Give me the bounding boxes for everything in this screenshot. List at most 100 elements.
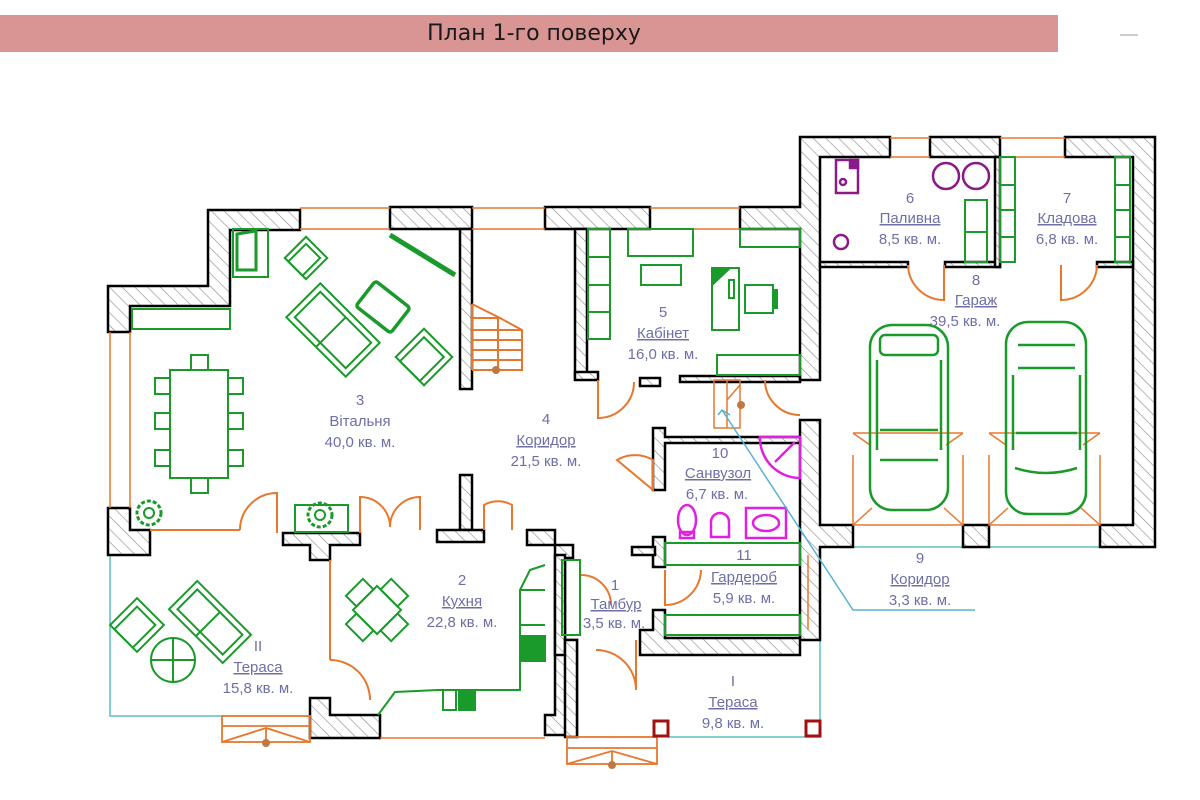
wall-segment [106, 208, 302, 334]
columns [652, 719, 822, 738]
svg-text:16,0 кв. м.: 16,0 кв. м. [628, 346, 699, 363]
wall-segment [563, 638, 579, 739]
svg-text:Коридор: Коридор [516, 432, 575, 449]
svg-text:Санвузол: Санвузол [685, 465, 751, 482]
room-label-6: 6 Паливна 8,5 кв. м. [879, 190, 941, 248]
kitchen-table-icon [344, 577, 410, 643]
wall-segment [553, 553, 567, 657]
svg-text:Паливна: Паливна [880, 210, 942, 227]
svg-text:I: I [731, 673, 735, 690]
wall-segment [308, 696, 382, 740]
svg-text:Тераса: Тераса [233, 659, 283, 676]
cabinet [739, 228, 801, 248]
furniture [108, 156, 1131, 716]
terrace-armchair-icon [108, 596, 166, 654]
bookshelf [587, 228, 611, 340]
wall-segment [630, 545, 657, 557]
wall-segment [543, 205, 652, 231]
wall-segment [573, 227, 589, 381]
svg-text:4: 4 [542, 411, 550, 428]
svg-text:Коридор: Коридор [890, 571, 949, 588]
wall-segment [798, 418, 855, 642]
room-label-8: 8 Гараж 39,5 кв. м. [930, 272, 1001, 330]
leader-line [721, 409, 975, 611]
garage-doors [852, 432, 1101, 526]
windows [109, 137, 1065, 739]
svg-text:8,5 кв. м.: 8,5 кв. м. [879, 231, 941, 248]
svg-text:3,3 кв. м.: 3,3 кв. м. [889, 592, 951, 609]
svg-text:Вітальня: Вітальня [329, 413, 390, 430]
title-bar: План 1-го поверху [0, 15, 1058, 52]
wall-segment [928, 135, 1002, 159]
dining-table-icon [154, 354, 244, 494]
svg-text:22,8 кв. м.: 22,8 кв. м. [427, 614, 498, 631]
svg-text:3: 3 [356, 392, 364, 409]
porch-left [221, 715, 311, 747]
svg-text:5,9 кв. м.: 5,9 кв. м. [713, 590, 775, 607]
car-icon [1004, 320, 1088, 516]
desk-icon [711, 267, 778, 331]
tank-icon [931, 161, 961, 191]
wall-segment [638, 376, 662, 388]
cabinet [627, 228, 694, 257]
shower-icon [758, 435, 802, 480]
tambur-wardrobe [561, 559, 581, 636]
wall-segment [1063, 135, 1157, 549]
fireplace-icon [232, 228, 269, 278]
room-label-9: 9 Коридор 3,3 кв. м. [889, 550, 951, 609]
svg-text:6: 6 [906, 190, 914, 207]
room-label-10: 10 Санвузол 6,7 кв. м. [685, 445, 751, 503]
wall-segment [573, 370, 600, 382]
coffee-table [640, 264, 682, 286]
planter-box [294, 504, 349, 533]
coffee-table-icon [355, 280, 411, 334]
wall-segment [961, 523, 991, 549]
svg-text:11: 11 [736, 547, 752, 564]
room-label-11: 11 Гардероб 5,9 кв. м. [711, 547, 777, 607]
porch-right [566, 736, 658, 769]
svg-text:39,5 кв. м.: 39,5 кв. м. [930, 313, 1001, 330]
armchair-icon [394, 327, 454, 387]
wall-segment [458, 473, 474, 532]
room-label-3: 3 Вітальня 40,0 кв. м. [325, 392, 396, 451]
wall-segment [458, 227, 474, 391]
walls [106, 135, 1157, 740]
wardrobe-bottom [664, 614, 801, 636]
wall-segment [738, 135, 892, 382]
terrace-ii-outline [109, 530, 222, 717]
svg-text:1: 1 [611, 577, 619, 594]
wall-segment [435, 528, 486, 544]
garage-step [713, 379, 745, 429]
svg-text:8: 8 [972, 272, 980, 289]
svg-text:40,0 кв. м.: 40,0 кв. м. [325, 434, 396, 451]
terrace-table-icon [150, 637, 196, 683]
boiler-icon [834, 158, 860, 195]
svg-text:II: II [254, 638, 262, 655]
room-label-1: 1 Тамбур 3,5 кв. м. [583, 577, 645, 632]
room-label-terrace-ii: II Тераса 15,8 кв. м. [223, 638, 294, 697]
terrace-sofa-icon [167, 579, 253, 665]
sink-icon [442, 689, 457, 711]
svg-text:Кухня: Кухня [442, 593, 482, 610]
svg-text:10: 10 [712, 445, 729, 462]
tv-icon [388, 232, 457, 278]
svg-text:9,8 кв. м.: 9,8 кв. м. [702, 715, 764, 732]
kitchen-counter [377, 564, 546, 716]
armchair-icon [283, 235, 329, 281]
room-label-terrace-i: I Тераса 9,8 кв. м. [702, 673, 764, 732]
svg-text:Гараж: Гараж [955, 292, 997, 309]
sanitary [676, 435, 802, 540]
plant-icon [306, 501, 334, 529]
sofa-icon [284, 281, 382, 379]
room-label-2: 2 Кухня 22,8 кв. м. [427, 572, 498, 631]
wall-segment [818, 260, 910, 269]
svg-text:3,5 кв. м.: 3,5 кв. м. [583, 615, 645, 632]
storage-shelves [999, 156, 1131, 263]
svg-text:21,5 кв. м.: 21,5 кв. м. [511, 453, 582, 470]
svg-text:Тераса: Тераса [708, 694, 758, 711]
svg-text:6,7 кв. м.: 6,7 кв. м. [686, 486, 748, 503]
room-label-4: 4 Коридор 21,5 кв. м. [511, 411, 582, 470]
svg-text:Кладова: Кладова [1037, 210, 1097, 227]
car-icon [868, 323, 950, 512]
